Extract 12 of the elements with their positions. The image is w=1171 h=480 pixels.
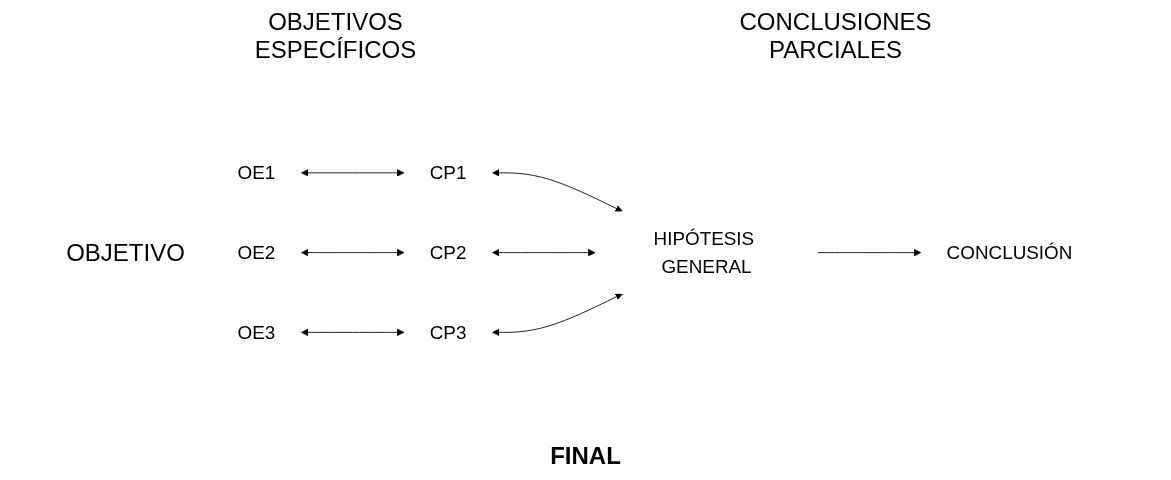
node-text: CONCLUSIÓN bbox=[946, 242, 1073, 264]
node-text: OE2 bbox=[237, 242, 276, 264]
heading-text: OBJETIVOS ESPECÍFICOS bbox=[253, 8, 418, 64]
caption-text: FINAL bbox=[550, 442, 621, 469]
side-label: OBJETIVO bbox=[66, 239, 185, 267]
node-text: OE1 bbox=[237, 162, 276, 184]
node-text: CP2 bbox=[429, 242, 467, 264]
node-text: CP1 bbox=[429, 162, 467, 184]
node-text: CP3 bbox=[429, 322, 467, 344]
node-text: OE3 bbox=[237, 322, 276, 344]
node-text: HIPÓTESIS GENERAL bbox=[653, 228, 755, 278]
heading-text: CONCLUSIONES PARCIALES bbox=[738, 8, 933, 64]
